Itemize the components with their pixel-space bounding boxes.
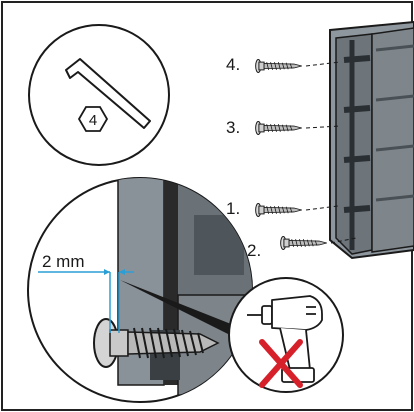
callout-pointer — [120, 280, 236, 336]
screw-4 — [255, 58, 341, 74]
screw-2 — [280, 235, 357, 251]
screw-closeup — [93, 318, 220, 368]
prohibited-cross-icon — [259, 339, 303, 388]
step-label-1: 1. — [226, 199, 240, 218]
magnified-detail: 2 mm — [27, 177, 253, 403]
hex-size-label: 4 — [89, 112, 97, 129]
dimension-2mm: 2 mm — [38, 252, 134, 333]
step-label-3: 3. — [226, 118, 240, 137]
hex-size-badge — [77, 106, 109, 132]
tool-callout: 4 — [28, 24, 170, 166]
appliance-housing — [329, 20, 414, 260]
hex-key-icon — [65, 58, 151, 129]
no-drill-callout — [228, 277, 344, 393]
step-label-4: 4. — [226, 55, 240, 74]
step-label-2: 2. — [247, 241, 261, 260]
screw-3 — [255, 120, 341, 136]
screw-1 — [255, 202, 339, 218]
dimension-label: 2 mm — [42, 252, 85, 271]
